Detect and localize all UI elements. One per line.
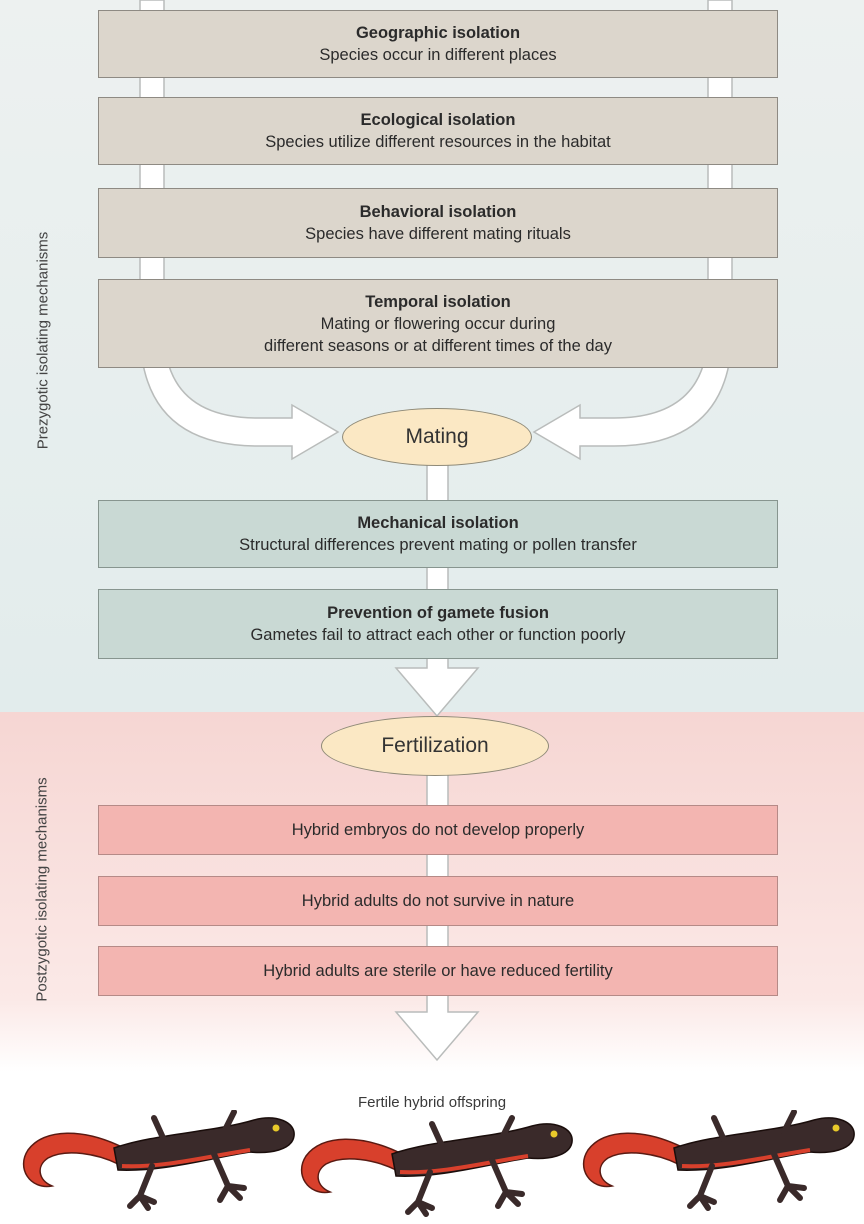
box-description: Structural differences prevent mating or… bbox=[239, 536, 637, 554]
hybrid-survival-box: Hybrid adults do not survive in nature bbox=[98, 876, 778, 926]
mating-oval: Mating bbox=[342, 408, 532, 466]
box-title: Ecological isolation bbox=[360, 111, 516, 129]
box-description: Mating or flowering occur during bbox=[320, 314, 556, 333]
box-description: Gametes fail to attract each other or fu… bbox=[250, 626, 626, 644]
offspring-label: Fertile hybrid offspring bbox=[357, 1094, 507, 1111]
box-title: Temporal isolation bbox=[365, 292, 511, 311]
box-description-line2: different seasons or at different times … bbox=[264, 336, 612, 355]
hybrid-sterility-box: Hybrid adults are sterile or have reduce… bbox=[98, 946, 778, 996]
box-title: Behavioral isolation bbox=[359, 203, 517, 221]
box-description: Species utilize different resources in t… bbox=[265, 133, 611, 151]
box-description: Hybrid adults do not survive in nature bbox=[301, 892, 575, 910]
box-description: Hybrid adults are sterile or have reduce… bbox=[263, 962, 613, 980]
behavioral-isolation-box: Behavioral isolation Species have differ… bbox=[98, 188, 778, 258]
box-title: Prevention of gamete fusion bbox=[327, 604, 549, 622]
salamander-hybrid-center bbox=[302, 1118, 573, 1214]
temporal-isolation-box: Temporal isolation Mating or flowering o… bbox=[98, 279, 778, 368]
ecological-isolation-box: Ecological isolation Species utilize dif… bbox=[98, 97, 778, 165]
box-title: Geographic isolation bbox=[355, 24, 521, 42]
salamander-illustrations bbox=[0, 1110, 864, 1224]
box-description: Hybrid embryos do not develop properly bbox=[291, 821, 585, 839]
box-description: Species have different mating rituals bbox=[305, 225, 571, 243]
geographic-isolation-box: Geographic isolation Species occur in di… bbox=[98, 10, 778, 78]
salamander-parent-left bbox=[24, 1112, 295, 1208]
postzygotic-label: Postzygotic isolating mechanisms bbox=[33, 777, 51, 1002]
salamander-parent-right bbox=[584, 1112, 855, 1208]
box-title: Mechanical isolation bbox=[357, 514, 519, 532]
box-description: Species occur in different places bbox=[319, 46, 557, 64]
down-arrow-to-fertilization bbox=[394, 459, 480, 718]
gamete-fusion-box: Prevention of gamete fusion Gametes fail… bbox=[98, 589, 778, 659]
mechanical-isolation-box: Mechanical isolation Structural differen… bbox=[98, 500, 778, 568]
fertilization-oval: Fertilization bbox=[321, 716, 549, 776]
prezygotic-label: Prezygotic isolating mechanisms bbox=[34, 231, 52, 450]
hybrid-embryos-box: Hybrid embryos do not develop properly bbox=[98, 805, 778, 855]
